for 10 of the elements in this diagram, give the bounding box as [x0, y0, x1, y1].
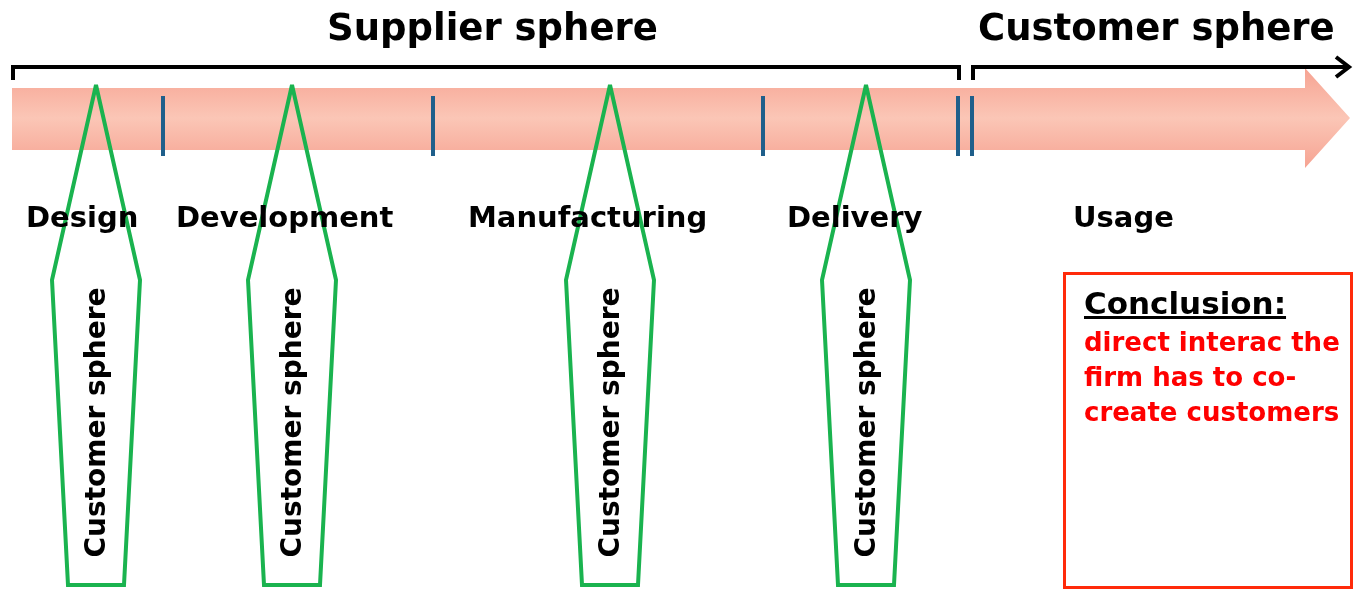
- conclusion-text: direct interac the firm has to co-create customers: [1084, 326, 1340, 430]
- vertical-label: Customer sphere: [849, 287, 883, 557]
- sphere-heading: Supplier sphere: [327, 6, 658, 49]
- vertical-label: Customer sphere: [275, 287, 309, 557]
- conclusion-heading: Conclusion:: [1084, 285, 1287, 321]
- sphere-heading: Customer sphere: [978, 6, 1335, 49]
- vertical-label: Customer sphere: [593, 287, 627, 557]
- conclusion-box: [1063, 272, 1353, 589]
- vertical-label: Customer sphere: [79, 287, 113, 557]
- stage-label: Usage: [1073, 200, 1174, 234]
